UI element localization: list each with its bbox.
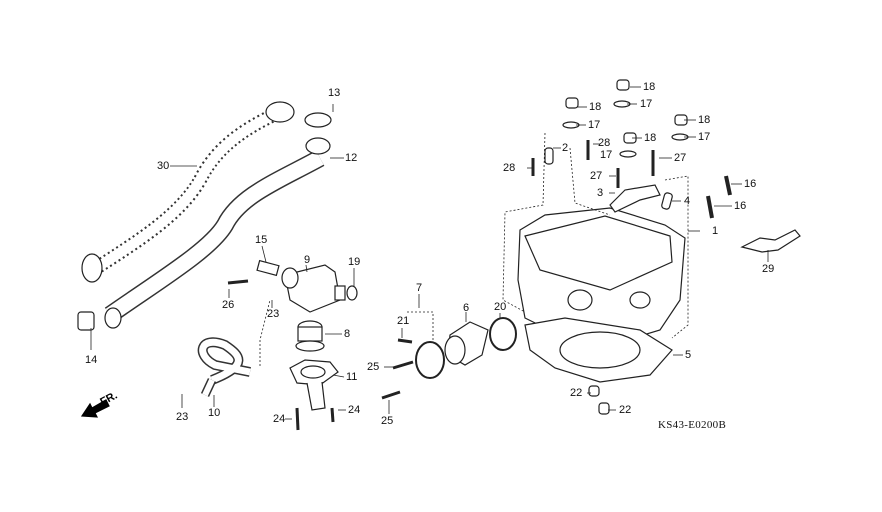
callout-4: 4 [684, 195, 691, 207]
callout-22b: 22 [619, 404, 632, 416]
callout-23a: 23 [267, 308, 280, 320]
bolt [381, 390, 401, 400]
callout-26: 26 [222, 299, 235, 311]
spark-plug [740, 229, 801, 253]
dowel-pin [588, 385, 600, 397]
callout-12: 12 [345, 152, 358, 164]
callout-10: 10 [208, 407, 221, 419]
callout-28a: 28 [598, 137, 611, 149]
callout-20: 20 [494, 301, 507, 313]
callout-27a: 27 [674, 152, 687, 164]
callout-23b: 23 [176, 411, 189, 423]
callout-22a: 22 [570, 387, 583, 399]
o-ring [346, 285, 358, 301]
callout-18c: 18 [698, 114, 711, 126]
callout-14: 14 [85, 354, 98, 366]
bolt [392, 360, 414, 370]
valve-cap [661, 192, 673, 210]
bolt [330, 407, 335, 423]
callout-16b: 16 [734, 200, 747, 212]
callout-3: 3 [597, 187, 604, 199]
thermostat [295, 320, 325, 352]
callout-30: 30 [157, 160, 170, 172]
valve-cap [544, 147, 554, 165]
thermostat-cover [289, 359, 339, 411]
callout-25b: 25 [381, 415, 394, 427]
callout-13: 13 [328, 87, 341, 99]
radiator-hose [104, 137, 331, 329]
front-direction-arrow [80, 399, 110, 418]
callout-24a: 24 [273, 413, 286, 425]
callout-19: 19 [348, 256, 361, 268]
stud [724, 175, 732, 196]
hose-clamp [304, 112, 332, 128]
callout-1: 1 [712, 225, 719, 237]
band-clamp [415, 341, 445, 379]
callout-11: 11 [346, 371, 358, 383]
callout-17a: 17 [640, 98, 653, 110]
callout-17c: 17 [698, 131, 711, 143]
bolt [227, 279, 249, 285]
callout-8: 8 [344, 328, 351, 340]
callout-17b: 17 [588, 119, 601, 131]
diagram-code: KS43-E0200B [658, 419, 727, 431]
stud [706, 195, 714, 219]
callout-17d: 17 [600, 149, 613, 161]
temp-sender [256, 259, 280, 277]
callout-2: 2 [562, 142, 569, 154]
corrugated-hose [81, 101, 295, 283]
o-ring [489, 317, 517, 351]
callout-6: 6 [463, 302, 470, 314]
callout-25a: 25 [367, 361, 380, 373]
callout-21: 21 [397, 315, 410, 327]
callout-7: 7 [416, 282, 423, 294]
callout-24b: 24 [348, 404, 361, 416]
callout-16a: 16 [744, 178, 757, 190]
bolt [295, 407, 300, 431]
intake-insulator [444, 321, 489, 366]
dowel-pin [598, 402, 610, 415]
callout-5: 5 [685, 349, 692, 361]
hose-clamp-small [77, 311, 95, 331]
callout-18b: 18 [589, 101, 602, 113]
rocker-arm [609, 184, 661, 213]
callout-28b: 28 [503, 162, 516, 174]
callout-29: 29 [762, 263, 775, 275]
nuts-washers [562, 79, 689, 158]
callout-9: 9 [304, 254, 311, 266]
callout-18a: 18 [643, 81, 656, 93]
thermostat-housing [281, 264, 346, 313]
callout-18d: 18 [644, 132, 657, 144]
bolt [397, 338, 413, 344]
callout-15: 15 [255, 234, 268, 246]
cylinder-head [517, 207, 686, 346]
callout-27b: 27 [590, 170, 603, 182]
head-gasket [524, 317, 673, 383]
